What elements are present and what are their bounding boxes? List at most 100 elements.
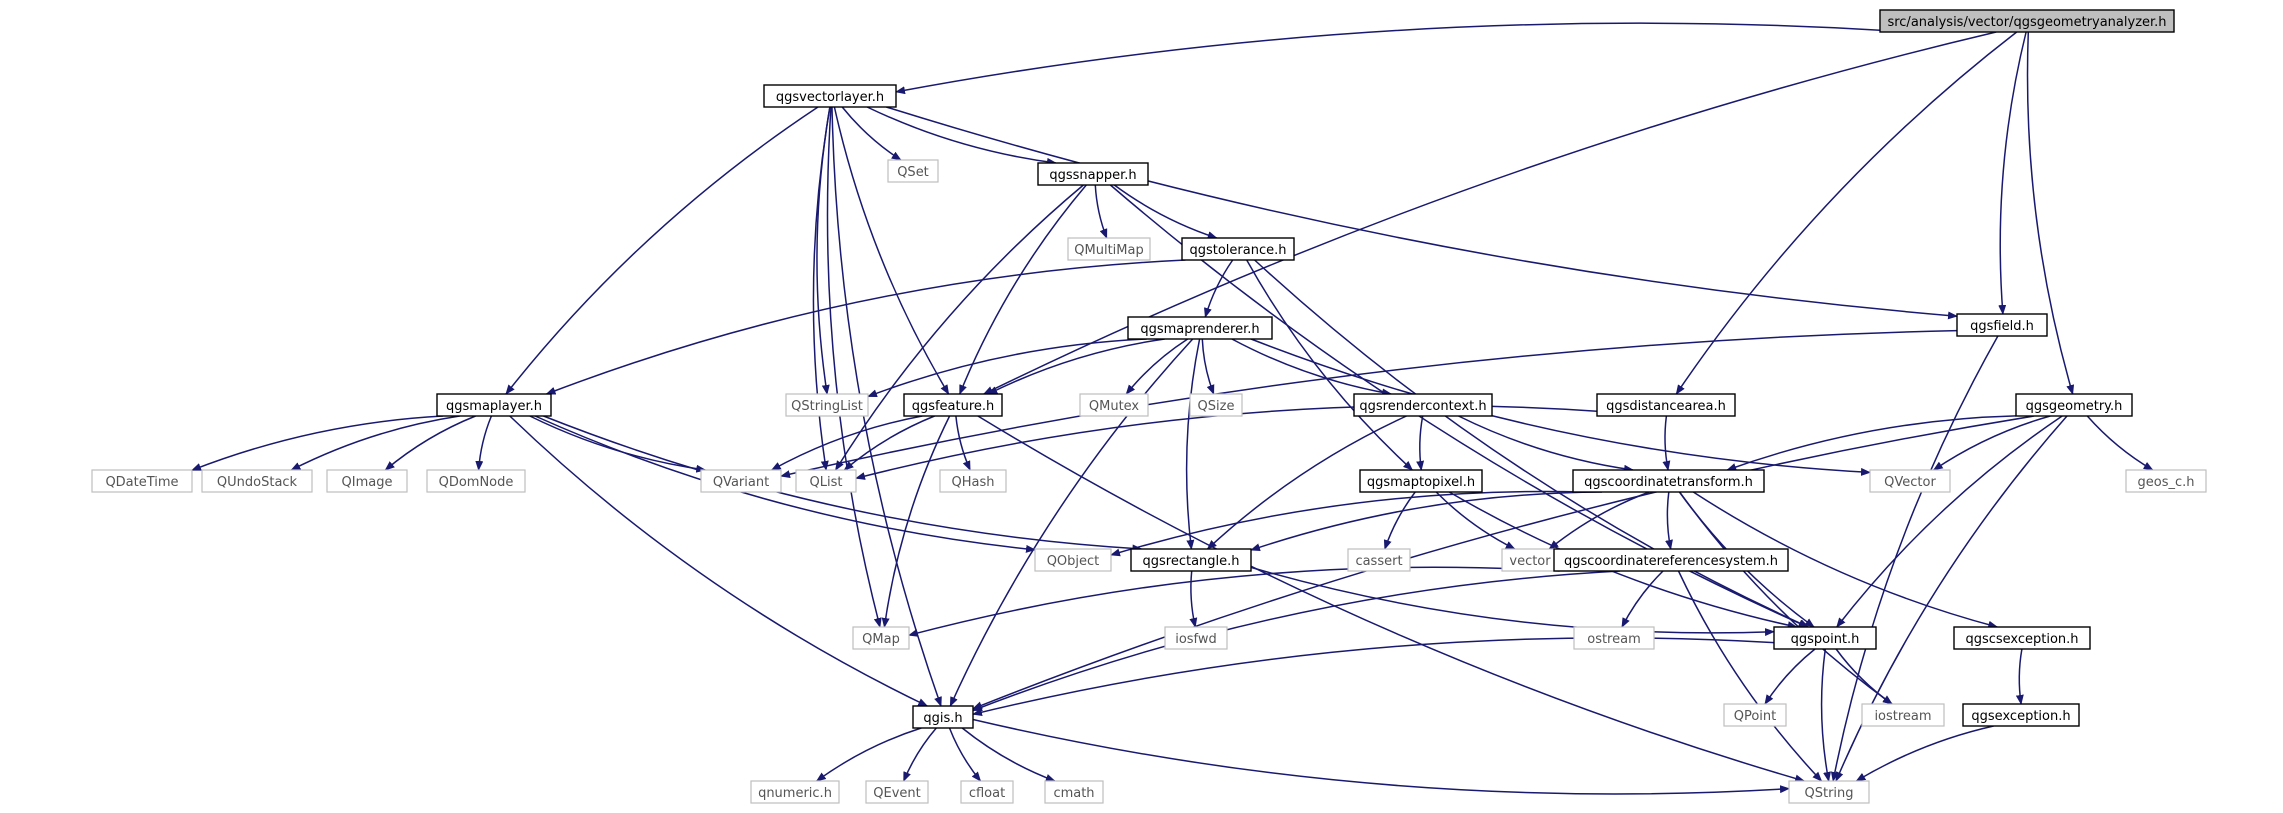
node-qgsfeature[interactable]: qgsfeature.h	[903, 393, 1003, 417]
node-box-qimage	[326, 469, 408, 493]
edge-qgssnapper-to-qmultimap	[1094, 184, 1108, 239]
node-qmultimap: QMultiMap	[1067, 237, 1151, 261]
node-label-qset: QSet	[897, 165, 929, 180]
node-label-qgsmaprenderer: qgsmaprenderer.h	[1140, 322, 1259, 337]
node-qgsexception[interactable]: qgsexception.h	[1962, 703, 2080, 727]
edge-qgsgeometry-to-qgspoint	[1836, 415, 2063, 628]
edge-qgsrendercontext-to-qgsmaptopixel	[1416, 415, 1425, 471]
node-box-qgscsexception	[1953, 626, 2091, 650]
edge-qgscoordinatereferencesystem-to-qstring	[1677, 570, 1823, 782]
edge-qgspoint-to-qpoint	[1764, 648, 1816, 705]
edge-qgsgeometry-to-qgis	[972, 415, 2035, 710]
node-box-qgsexception	[1962, 703, 2080, 727]
node-label-qstring: QString	[1804, 786, 1853, 801]
node-label-qevent: QEvent	[873, 786, 920, 801]
node-box-qgis	[912, 705, 974, 729]
node-cassert: cassert	[1347, 548, 1411, 572]
edge-qgsfeature-to-qhash	[955, 415, 971, 471]
edge-qgsmaprenderer-to-qgsrectangle	[1185, 338, 1201, 550]
node-box-qgsfield	[1956, 313, 2048, 337]
node-label-qgsexception: qgsexception.h	[1971, 709, 2070, 724]
node-label-qgsgeometry: qgsgeometry.h	[2026, 399, 2123, 414]
node-label-qvariant: QVariant	[713, 475, 769, 490]
node-qgscsexception[interactable]: qgscsexception.h	[1953, 626, 2091, 650]
edge-qgsmaptopixel-to-vector	[1435, 491, 1516, 550]
edge-qgscoordinatereferencesystem-to-ostream	[1621, 570, 1664, 628]
node-box-qmultimap	[1067, 237, 1151, 261]
edge-qgspoint-to-iostream	[1835, 648, 1893, 705]
edge-qgsmaprenderer-to-qsize	[1201, 338, 1215, 395]
node-qgsrectangle[interactable]: qgsrectangle.h	[1130, 548, 1252, 572]
node-label-qdatetime: QDateTime	[105, 475, 178, 490]
node-root[interactable]: src/analysis/vector/qgsgeometryanalyzer.…	[1879, 9, 2175, 33]
node-label-qundostack: QUndoStack	[217, 475, 298, 490]
node-qgis[interactable]: qgis.h	[912, 705, 974, 729]
edge-qgsmaplayer-to-qobject	[534, 415, 1036, 553]
edge-qgspoint-to-qstring	[1820, 648, 1831, 782]
edge-qgscoordinatereferencesystem-to-qmap	[908, 566, 1560, 637]
edge-qgsmaptopixel-to-cassert	[1383, 491, 1416, 550]
edge-qgis-to-qevent	[903, 727, 937, 782]
node-label-qgssnapper: qgssnapper.h	[1049, 168, 1136, 183]
node-qgsfield[interactable]: qgsfield.h	[1956, 313, 2048, 337]
edge-qgscoordinatetransform-to-qgsrectangle	[1250, 491, 1603, 552]
node-qvector: QVector	[1869, 469, 1951, 493]
node-label-vector: vector	[1509, 554, 1551, 569]
node-qgsvectorlayer[interactable]: qgsvectorlayer.h	[763, 84, 897, 108]
edge-qgscoordinatereferencesystem-to-qgis	[972, 570, 1621, 712]
node-qpoint: QPoint	[1723, 703, 1787, 727]
edge-qgsmaplayer-to-qundostack	[290, 415, 460, 471]
node-qgsrendercontext[interactable]: qgsrendercontext.h	[1353, 393, 1493, 417]
edge-root-to-qgsfield	[1998, 31, 2027, 315]
edge-qgsmaptopixel-to-qgspoint	[1448, 491, 1798, 630]
node-box-qset	[887, 159, 939, 183]
edge-qgsgeometry-to-qstring	[1835, 415, 2068, 782]
node-qundostack: QUndoStack	[201, 469, 313, 493]
node-qhash: QHash	[939, 469, 1007, 493]
node-box-qgsvectorlayer	[763, 84, 897, 108]
edge-qgsmaplayer-to-qdatetime	[191, 415, 444, 471]
edge-qgsvectorlayer-to-qgssnapper	[866, 106, 1057, 166]
node-box-qgsmaprenderer	[1127, 316, 1273, 340]
node-cfloat: cfloat	[960, 780, 1014, 804]
node-label-qsize: QSize	[1198, 399, 1235, 414]
node-label-qmultimap: QMultiMap	[1074, 243, 1143, 258]
node-qstring: QString	[1788, 780, 1870, 804]
node-qgssnapper[interactable]: qgssnapper.h	[1037, 162, 1149, 186]
node-box-qgscoordinatetransform	[1572, 469, 1765, 493]
node-label-qdomnode: QDomNode	[439, 475, 514, 490]
node-qgscoordinatetransform[interactable]: qgscoordinatetransform.h	[1572, 469, 1765, 493]
node-label-qhash: QHash	[952, 475, 995, 490]
node-qgspoint[interactable]: qgspoint.h	[1773, 626, 1877, 650]
node-qgsdistancearea[interactable]: qgsdistancearea.h	[1596, 393, 1736, 417]
node-box-qvector	[1869, 469, 1951, 493]
node-qgsgeometry[interactable]: qgsgeometry.h	[2015, 393, 2133, 417]
edge-qgsvectorlayer-to-qgsfeature	[833, 106, 950, 395]
node-qgsmaptopixel[interactable]: qgsmaptopixel.h	[1359, 469, 1483, 493]
edge-qgsmaplayer-to-qgis	[509, 415, 929, 707]
edge-qgscoordinatetransform-to-qobject	[1110, 490, 1586, 557]
node-box-qgscoordinatereferencesystem	[1553, 548, 1789, 572]
node-box-iostream	[1861, 703, 1945, 727]
node-qgsmaplayer[interactable]: qgsmaplayer.h	[436, 393, 552, 417]
edge-qgscoordinatetransform-to-qgscoordinatereferencesystem	[1665, 491, 1673, 550]
node-qgsmaprenderer[interactable]: qgsmaprenderer.h	[1127, 316, 1273, 340]
node-qgscoordinatereferencesystem[interactable]: qgscoordinatereferencesystem.h	[1553, 548, 1789, 572]
edge-qgsmaprenderer-to-qvector	[1250, 338, 1871, 476]
node-iosfwd: iosfwd	[1164, 626, 1228, 650]
node-qgstolerance[interactable]: qgstolerance.h	[1181, 237, 1295, 261]
edge-qgstolerance-to-qgsmaplayer	[545, 259, 1186, 395]
node-label-ostream: ostream	[1587, 632, 1641, 647]
node-qvariant: QVariant	[700, 469, 782, 493]
edge-qgsvectorlayer-to-qset	[841, 106, 902, 161]
node-box-iosfwd	[1164, 626, 1228, 650]
edge-qgssnapper-to-qlist	[834, 184, 1084, 471]
node-box-qgsrectangle	[1130, 548, 1252, 572]
node-box-cfloat	[960, 780, 1014, 804]
node-box-qevent	[865, 780, 929, 804]
node-box-qpoint	[1723, 703, 1787, 727]
edge-qgstolerance-to-qgsmaprenderer	[1204, 259, 1234, 318]
node-box-cassert	[1347, 548, 1411, 572]
node-label-qgsrendercontext: qgsrendercontext.h	[1359, 399, 1486, 414]
node-label-cassert: cassert	[1355, 554, 1402, 569]
